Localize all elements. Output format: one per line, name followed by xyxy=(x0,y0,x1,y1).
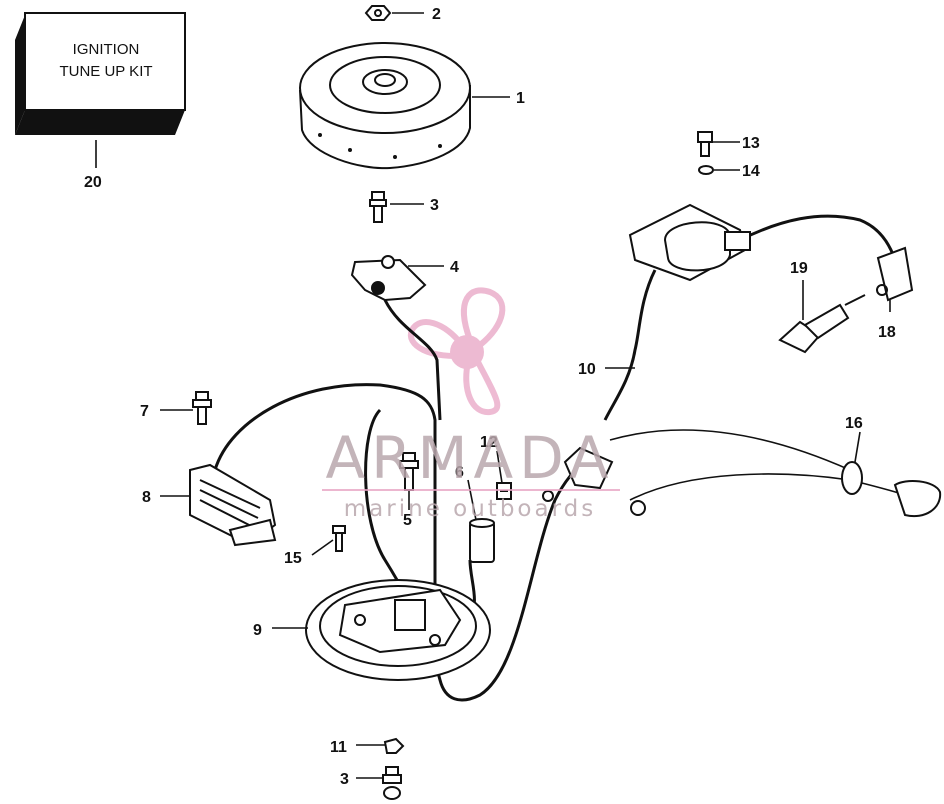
callout-13: 13 xyxy=(742,135,760,152)
breaker-points xyxy=(350,255,427,302)
callout-5: 5 xyxy=(403,512,412,529)
callout-6: 6 xyxy=(455,464,464,481)
callout-7: 7 xyxy=(140,403,149,420)
callout-labels: 2 1 3 4 7 8 5 6 12 15 9 10 11 3 13 14 16… xyxy=(84,6,896,788)
callout-14: 14 xyxy=(742,163,760,180)
screw-15 xyxy=(332,525,346,552)
watermark-text: ARMADA marine outboards xyxy=(322,424,620,522)
leader-lines xyxy=(95,12,891,779)
screw-5 xyxy=(399,452,419,491)
callout-20: 20 xyxy=(84,174,102,191)
callout-19: 19 xyxy=(790,260,808,277)
screw-upper xyxy=(369,191,387,223)
kit-box-line1: IGNITION xyxy=(73,41,140,58)
harness-connector xyxy=(542,446,614,502)
callout-4: 4 xyxy=(450,259,459,276)
callout-2: 2 xyxy=(432,6,441,23)
callout-11: 11 xyxy=(330,739,347,756)
callout-8: 8 xyxy=(142,489,151,506)
callout-3-upper: 3 xyxy=(430,197,439,214)
flywheel-nut xyxy=(364,5,392,21)
charge-coil xyxy=(189,463,277,547)
wiring-harness xyxy=(213,214,906,702)
spark-plug xyxy=(778,294,866,354)
tune-up-kit-box: IGNITION TUNE UP KIT xyxy=(15,12,186,135)
watermark-propeller-logo xyxy=(407,287,506,416)
kit-box-line2: TUNE UP KIT xyxy=(59,63,152,80)
kill-switch xyxy=(630,461,942,518)
screw-7 xyxy=(192,391,212,425)
callout-12: 12 xyxy=(480,434,498,451)
coil-washer xyxy=(698,165,714,175)
coil-bolt xyxy=(697,131,713,157)
callout-3-lower: 3 xyxy=(340,771,349,788)
armature-plate xyxy=(305,579,491,681)
callout-10: 10 xyxy=(578,361,596,378)
callout-18: 18 xyxy=(878,324,896,341)
callout-1: 1 xyxy=(516,90,525,107)
nut-11 xyxy=(383,737,405,754)
callout-16: 16 xyxy=(845,415,863,432)
watermark-brand: ARMADA xyxy=(325,424,614,492)
flywheel xyxy=(299,42,471,170)
callout-15: 15 xyxy=(284,550,302,567)
screw-lower xyxy=(382,766,402,800)
watermark-tagline: marine outboards xyxy=(344,496,596,522)
spark-plug-boot xyxy=(876,246,914,302)
condenser xyxy=(469,518,495,563)
ignition-coil xyxy=(628,203,751,282)
callout-9: 9 xyxy=(253,622,262,639)
